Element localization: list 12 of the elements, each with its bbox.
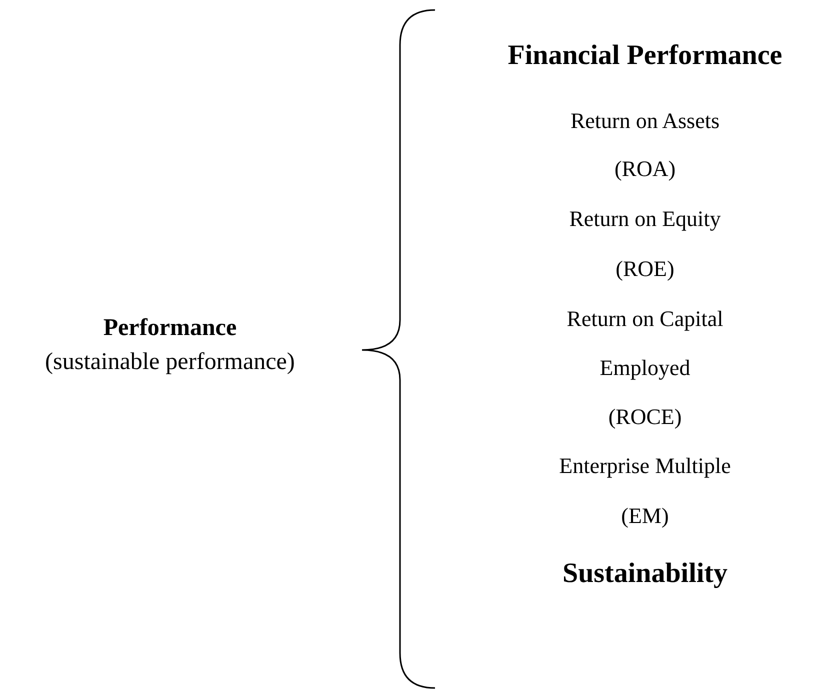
- main-heading: Performance: [102, 314, 238, 343]
- list-item: (EM): [620, 502, 670, 530]
- list-item: (ROCE): [607, 402, 683, 431]
- list-item: (ROA): [613, 154, 677, 182]
- list-item: Return on Capital Employed: [566, 304, 724, 382]
- list-item: Return on Assets: [569, 106, 721, 134]
- list-item: Enterprise Multiple: [558, 452, 732, 480]
- list-item: (ROE): [614, 254, 676, 283]
- list-item: Return on Equity: [568, 204, 722, 233]
- section-heading: Sustainability: [562, 556, 728, 590]
- section-heading: Financial Performance: [506, 38, 784, 72]
- subheading: (sustainable performance): [44, 348, 296, 377]
